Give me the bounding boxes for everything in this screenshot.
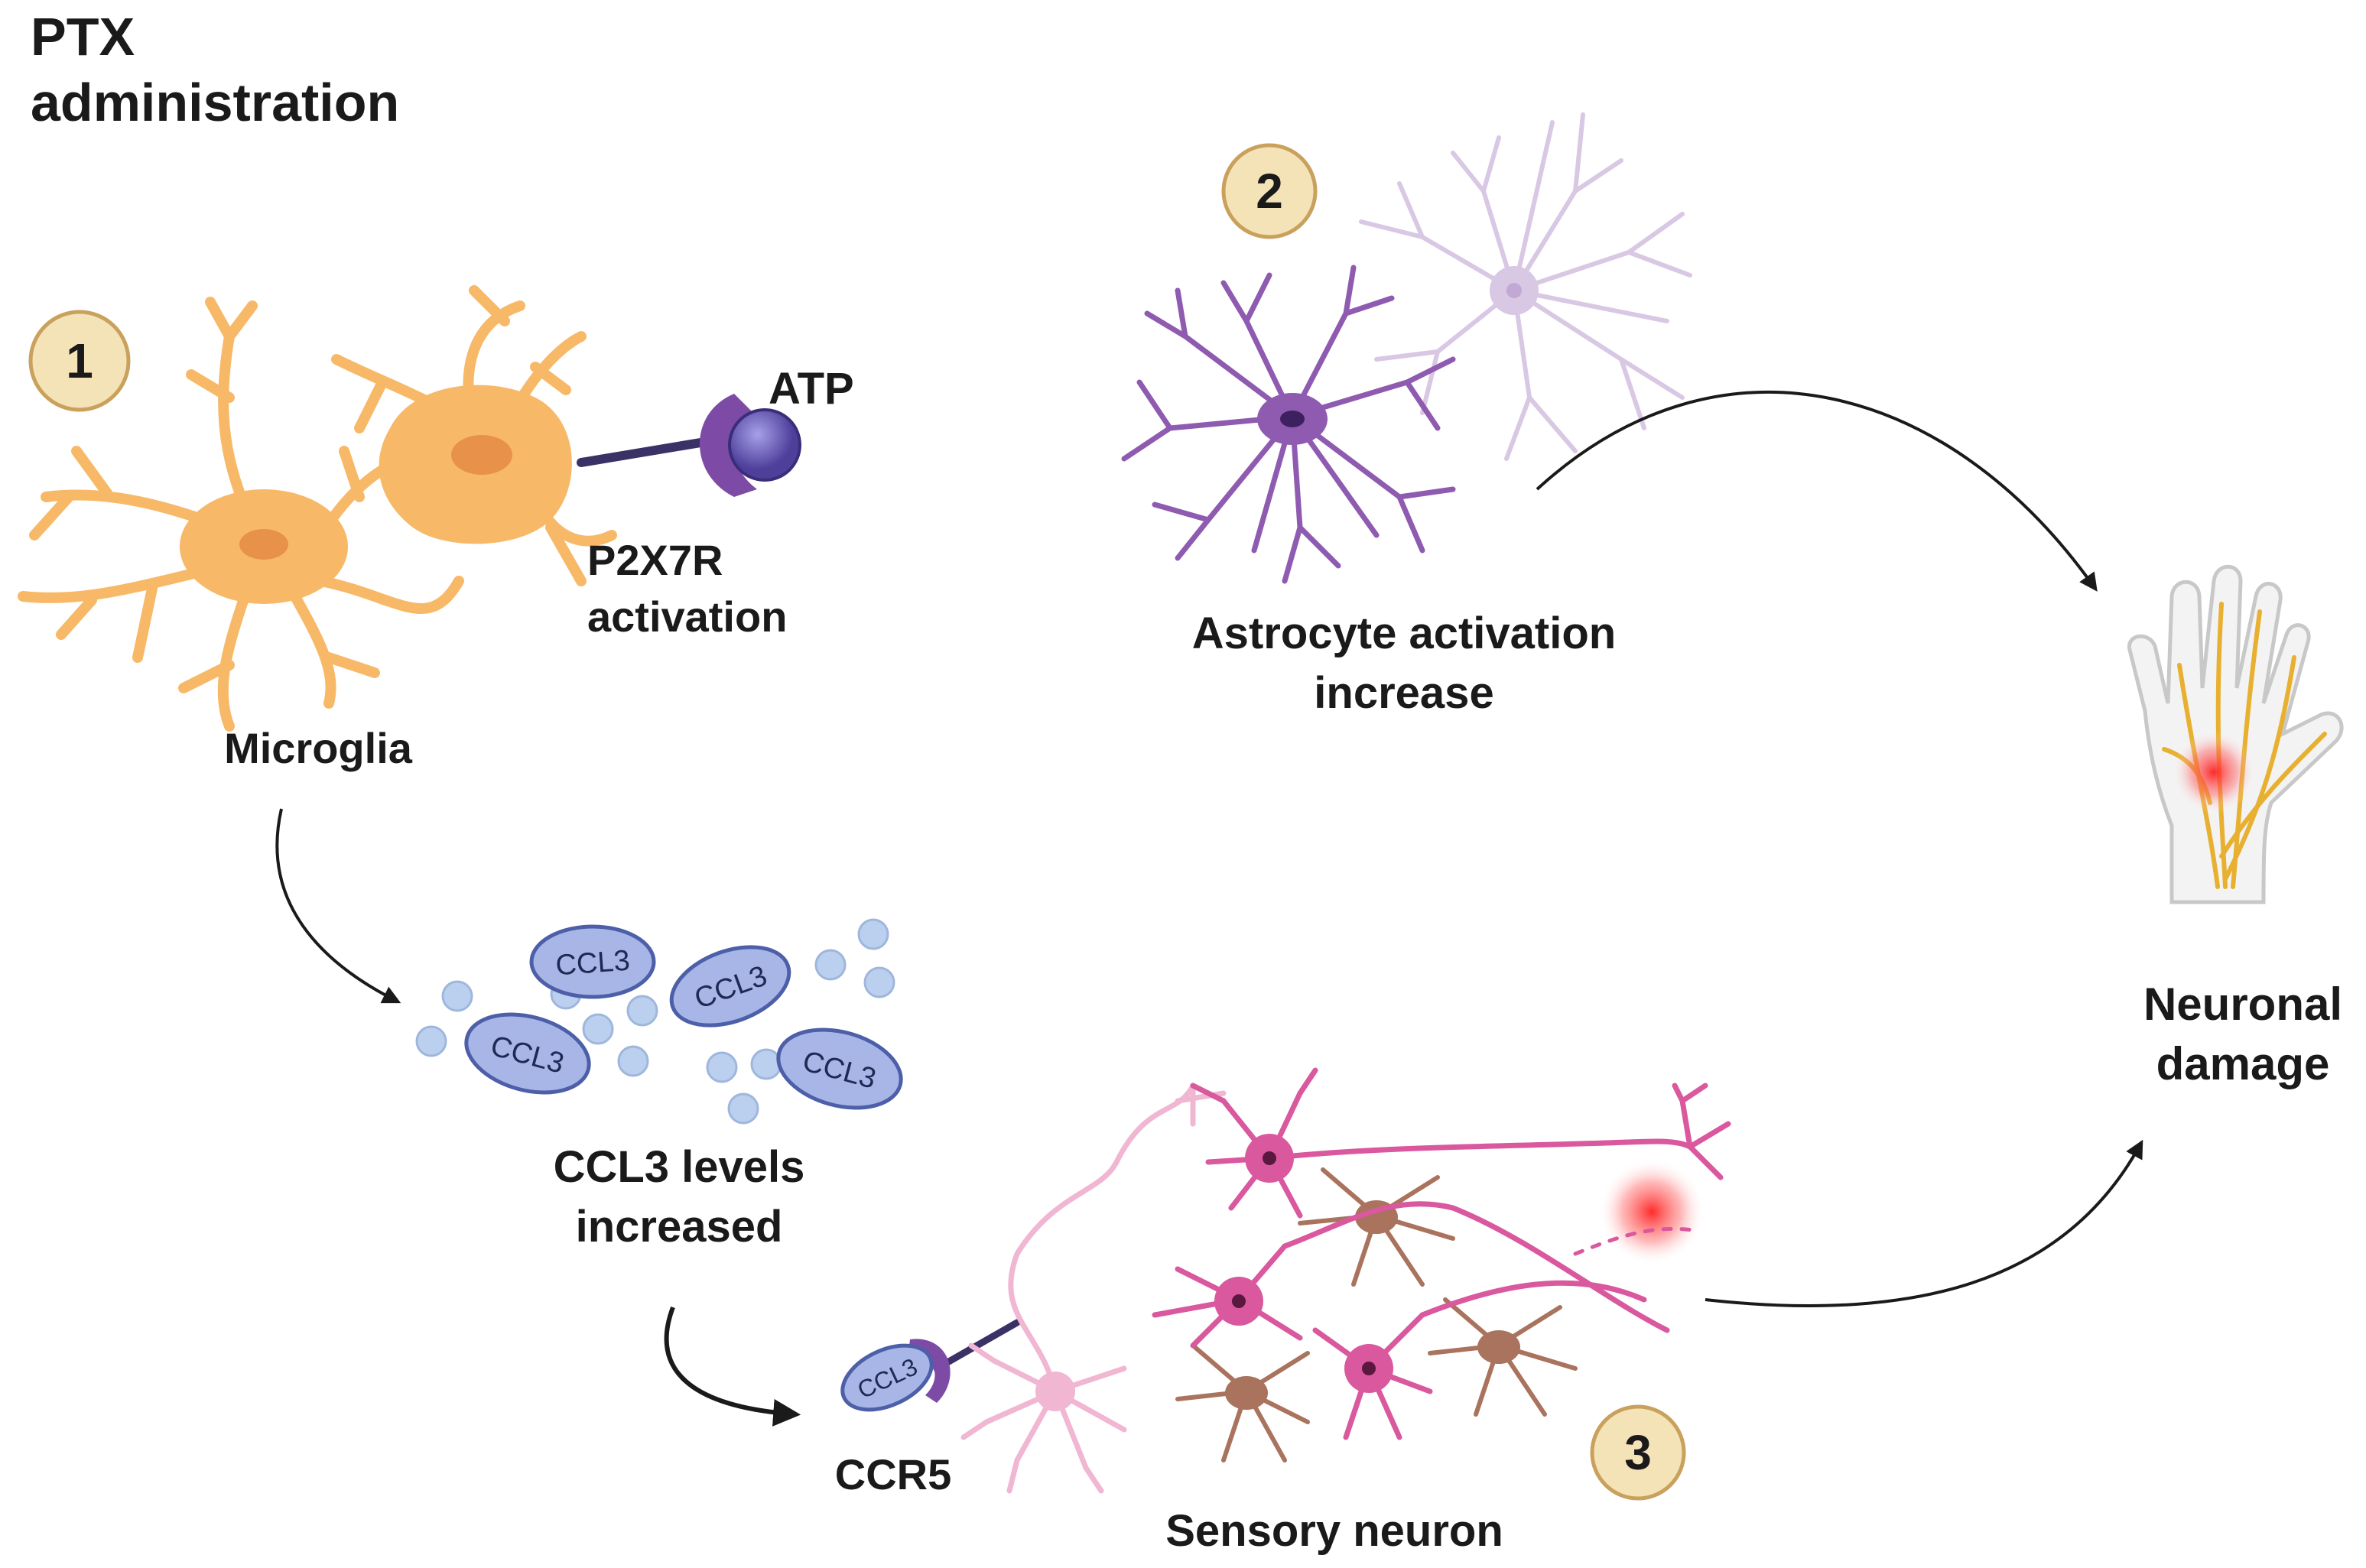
atp-molecule: [728, 408, 801, 482]
microglia-cell-2-nucleus: [451, 435, 512, 475]
title-line-2: administration: [31, 73, 399, 132]
svg-text:CCL3: CCL3: [554, 945, 631, 982]
svg-text:2: 2: [1256, 164, 1283, 219]
arrow-ccl3-to-ccr5: [664, 1306, 801, 1427]
ccl3-cluster: CCL3 CCL3 CCL3 CCL3: [415, 918, 903, 1125]
ccl3-protein-3: CCL3: [464, 1012, 591, 1095]
p2x7r-stalk: [577, 435, 723, 467]
ccr5-label: CCR5: [835, 1450, 951, 1498]
svg-text:1: 1: [66, 333, 93, 388]
pain-glow: [2172, 730, 2256, 814]
hand-illustration: [2127, 564, 2344, 904]
atp-label: ATP: [769, 364, 854, 414]
arrow-astrocyte-to-damage: [1536, 391, 2098, 592]
microglia-label: Microglia: [224, 724, 413, 772]
p2x7r-label-line-2: activation: [587, 592, 787, 641]
ccr5-receptor-group: CCL3: [840, 1319, 1021, 1412]
ccl3-label-line-1: CCL3 levels: [554, 1142, 805, 1192]
p2x7r-label-line-1: P2X7R: [587, 536, 723, 584]
arrow-microglia-to-ccl3: [275, 808, 401, 1004]
sensory-neuron-label: Sensory neuron: [1165, 1506, 1503, 1556]
step-3-badge: 3: [1590, 1404, 1686, 1501]
title-line-1: PTX: [31, 7, 135, 67]
astrocyte-light: [1359, 112, 1692, 461]
ccl3-label-line-2: increased: [576, 1202, 783, 1251]
damage-label-line-2: damage: [2156, 1038, 2330, 1089]
ccl3-protein-1: CCL3: [529, 924, 656, 999]
microglia-cell-1-nucleus: [239, 529, 288, 560]
sensory-neuron-network: [960, 1067, 1731, 1494]
astrocyte-label-line-2: increase: [1314, 668, 1493, 718]
step-2-badge: 2: [1221, 143, 1318, 239]
ccl3-protein-4: CCL3: [776, 1027, 903, 1110]
astrocyte-dark: [1121, 265, 1456, 584]
ccl3-protein-2: CCL3: [669, 945, 791, 1027]
svg-text:3: 3: [1624, 1425, 1652, 1480]
axon-damage-glow: [1598, 1158, 1705, 1265]
damage-label-line-1: Neuronal: [2143, 979, 2342, 1030]
astrocyte-label-line-1: Astrocyte activation: [1192, 609, 1616, 658]
step-1-badge: 1: [28, 310, 131, 412]
arrow-sensory-to-damage: [1705, 1139, 2143, 1308]
